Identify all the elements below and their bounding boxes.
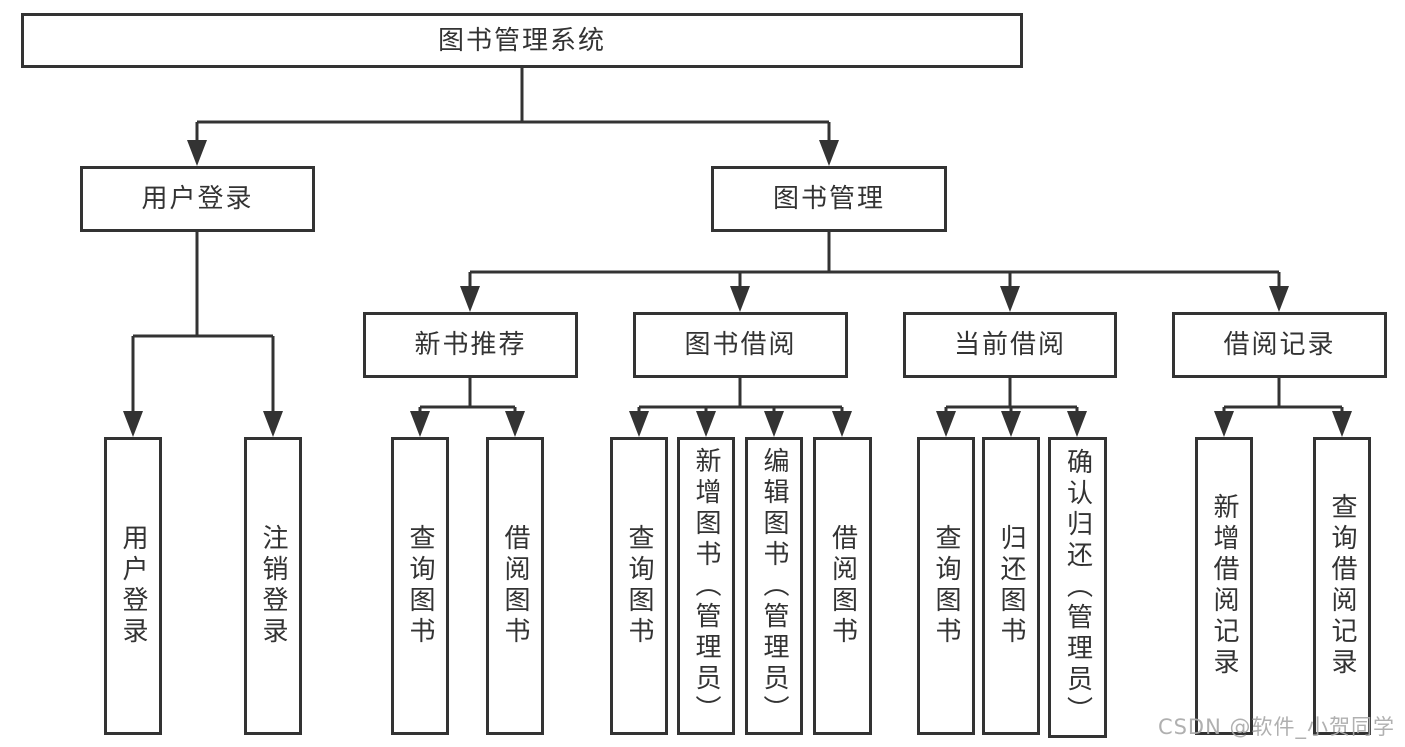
leaf-records-add-record-label: 新增借阅记录	[1209, 493, 1239, 679]
node-new-book-recommend-label: 新书推荐	[414, 330, 527, 360]
leaf-borrow-add-books-label: 新增图书（管理员）	[691, 446, 721, 726]
leaf-borrow-edit-books-label: 编辑图书（管理员）	[759, 446, 789, 726]
node-current-borrow: 当前借阅	[903, 312, 1117, 378]
leaf-logout: 注销登录	[244, 437, 302, 735]
leaf-user-login-label: 用户登录	[118, 524, 148, 648]
leaf-borrow-query-books: 查询图书	[610, 437, 668, 735]
node-user-login: 用户登录	[80, 166, 315, 232]
arrowheads	[123, 140, 1352, 437]
node-new-book-recommend: 新书推荐	[363, 312, 578, 378]
leaf-current-query-books-label: 查询图书	[931, 524, 961, 648]
leaf-records-query-record: 查询借阅记录	[1313, 437, 1371, 735]
leaf-borrow-borrow-books-label: 借阅图书	[827, 524, 858, 648]
leaf-current-return-books-label: 归还图书	[996, 524, 1026, 648]
leaf-borrow-borrow-books: 借阅图书	[813, 437, 872, 735]
node-book-borrow-label: 图书借阅	[684, 330, 797, 360]
leaf-current-query-books: 查询图书	[917, 437, 975, 735]
node-book-management: 图书管理	[711, 166, 947, 232]
node-library-system-label: 图书管理系统	[437, 25, 606, 56]
node-borrow-records: 借阅记录	[1172, 312, 1387, 378]
leaf-borrow-add-books: 新增图书（管理员）	[677, 437, 735, 735]
leaf-newbook-borrow-books-label: 借阅图书	[500, 524, 530, 648]
node-current-borrow-label: 当前借阅	[953, 330, 1066, 360]
node-library-system: 图书管理系统	[21, 13, 1023, 68]
leaf-user-login: 用户登录	[104, 437, 162, 735]
leaf-borrow-query-books-label: 查询图书	[624, 524, 654, 648]
leaf-current-confirm-return-label: 确认归还（管理员）	[1062, 448, 1093, 727]
node-book-borrow: 图书借阅	[633, 312, 848, 378]
leaf-newbook-query-books-label: 查询图书	[405, 524, 435, 648]
leaf-records-add-record: 新增借阅记录	[1195, 437, 1253, 735]
node-borrow-records-label: 借阅记录	[1223, 330, 1336, 360]
leaf-current-confirm-return: 确认归还（管理员）	[1048, 437, 1107, 738]
leaf-newbook-borrow-books: 借阅图书	[486, 437, 544, 735]
node-book-management-label: 图书管理	[772, 184, 885, 214]
leaf-borrow-edit-books: 编辑图书（管理员）	[745, 437, 803, 735]
leaf-logout-label: 注销登录	[258, 524, 288, 648]
node-user-login-label: 用户登录	[141, 184, 254, 214]
watermark: CSDN @软件_小贺同学	[1157, 715, 1395, 739]
leaf-records-query-record-label: 查询借阅记录	[1327, 493, 1357, 679]
leaf-current-return-books: 归还图书	[982, 437, 1040, 735]
leaf-newbook-query-books: 查询图书	[391, 437, 449, 735]
